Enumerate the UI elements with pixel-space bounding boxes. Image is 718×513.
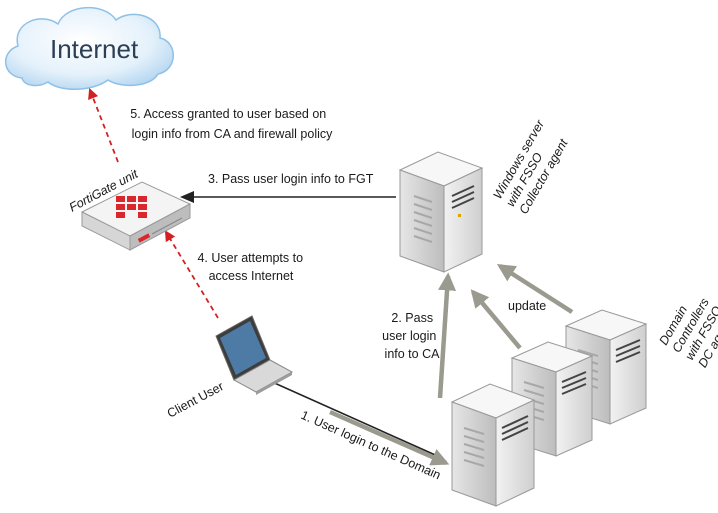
step2-arrow [437, 272, 457, 399]
step4-arrow [164, 230, 219, 319]
update-arrow-1 [470, 289, 522, 350]
update-label: update [508, 299, 546, 313]
step2-label-line3: info to CA [385, 347, 441, 361]
step3-label: 3. Pass user login info to FGT [208, 172, 374, 186]
domain-controller-1-icon [450, 383, 536, 507]
step1-label: 1. User login to the Domain [299, 408, 443, 482]
domain-controllers-label: Domain Controllers with FSSO DC agents [656, 285, 718, 370]
step3-arrowhead [180, 191, 194, 203]
step4-label-line1: 4. User attempts to [197, 251, 303, 265]
step1-line [269, 380, 443, 459]
step4-label-line2: access Internet [209, 269, 294, 283]
update-arrow-2 [496, 264, 574, 314]
internet-cloud-icon [5, 7, 174, 90]
step1-arrow [329, 409, 450, 466]
windows-server-icon [398, 151, 484, 273]
fortigate-unit-icon [80, 181, 192, 251]
fortinet-logo-icon [116, 196, 147, 218]
step5-label: 5. Access granted to user based on login… [130, 107, 333, 141]
step2-label-line2: user login [382, 329, 436, 343]
client-user-label: Client User [165, 379, 226, 420]
internet-label: Internet [50, 34, 139, 64]
laptop-icon [215, 315, 294, 395]
windows-server-label: Windows server with FSSO Collector agent [490, 115, 574, 217]
step2-label-line1: 2. Pass [391, 311, 433, 325]
step5-label-line1: 5. Access granted to user based on [130, 107, 326, 121]
step5-label-line2: login info from CA and firewall policy [132, 127, 334, 141]
step5-arrow [88, 87, 119, 163]
step4-label: 4. User attempts to access Internet [197, 251, 306, 283]
step2-label: 2. Pass user login info to CA [382, 311, 440, 361]
